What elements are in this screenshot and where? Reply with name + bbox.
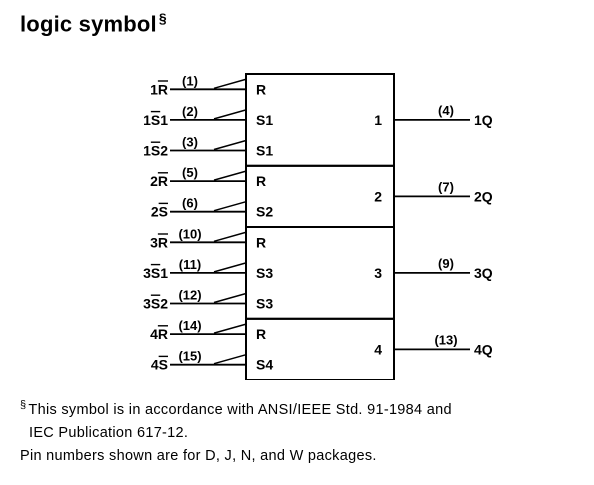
input-2-2-label-name: S bbox=[159, 204, 168, 220]
title-text: logic symbol bbox=[20, 11, 157, 37]
input-2-1-label-prefix: 2 bbox=[150, 173, 158, 189]
input-4-2-label-prefix: 4 bbox=[151, 357, 159, 373]
input-3-2-label: 3S1 bbox=[143, 265, 168, 281]
input-4-1-inner-label: R bbox=[256, 326, 266, 342]
output-2-pin-number: (7) bbox=[438, 179, 454, 194]
input-3-2-pin-number: (11) bbox=[179, 257, 201, 272]
input-2-1-label: 2R bbox=[150, 173, 168, 189]
footnote-line-1: §This symbol is in accordance with ANSI/… bbox=[20, 394, 452, 422]
input-4-1-pin-number: (14) bbox=[178, 318, 201, 333]
input-4-2-negation-indicator bbox=[213, 353, 247, 365]
section-mark: § bbox=[158, 10, 167, 26]
input-1-1-label-name: R bbox=[158, 81, 168, 97]
input-1-2-label-suffix: 1 bbox=[160, 112, 168, 128]
input-1-1-negation-indicator bbox=[213, 78, 247, 90]
input-3-1-pin-number: (10) bbox=[178, 226, 201, 241]
section-3-qualifier: 3 bbox=[374, 265, 382, 281]
input-4-1-label-name: R bbox=[158, 326, 168, 342]
input-3-2-label-suffix: 1 bbox=[160, 265, 168, 281]
input-1-3-label-name: S bbox=[151, 143, 160, 159]
input-3-1-label-name: R bbox=[158, 234, 168, 250]
input-1-1-label-prefix: 1 bbox=[150, 81, 158, 97]
input-2-1-inner-label: R bbox=[256, 173, 266, 189]
footnote-text-1: This symbol is in accordance with ANSI/I… bbox=[28, 401, 452, 418]
input-3-3-pin-number: (12) bbox=[178, 288, 201, 303]
footnote: §This symbol is in accordance with ANSI/… bbox=[20, 394, 452, 468]
input-1-3-label: 1S2 bbox=[143, 143, 168, 159]
input-3-3-negation-indicator bbox=[213, 292, 247, 304]
input-3-2-label-name: S bbox=[151, 265, 160, 281]
input-3-2-negation-indicator bbox=[213, 261, 247, 273]
input-4-1-label: 4R bbox=[150, 326, 168, 342]
section-4-qualifier: 4 bbox=[374, 341, 382, 357]
input-3-3-label-prefix: 3 bbox=[143, 296, 151, 312]
output-2-label: 2Q bbox=[474, 188, 493, 204]
input-2-2-label-prefix: 2 bbox=[151, 204, 159, 220]
input-4-1-label-prefix: 4 bbox=[150, 326, 158, 342]
input-1-1-inner-label: R bbox=[256, 81, 266, 97]
footnote-line-2: IEC Publication 617-12. bbox=[29, 424, 189, 441]
input-1-2-label-name: S bbox=[151, 112, 160, 128]
input-4-1-negation-indicator bbox=[213, 323, 247, 335]
input-4-2-inner-label: S4 bbox=[256, 357, 273, 373]
output-1-pin-number: (4) bbox=[438, 103, 454, 118]
diagram-layer: 1R(1)R1S1(2)S11S2(3)S11(4)1Q2R(5)R2S(6)S… bbox=[143, 73, 493, 380]
input-2-2-pin-number: (6) bbox=[182, 196, 198, 211]
input-1-3-pin-number: (3) bbox=[182, 135, 198, 150]
input-3-2-inner-label: S3 bbox=[256, 265, 273, 281]
input-3-1-label: 3R bbox=[150, 234, 168, 250]
output-3-label: 3Q bbox=[474, 265, 493, 281]
input-1-2-inner-label: S1 bbox=[256, 112, 273, 128]
input-1-3-label-suffix: 2 bbox=[160, 143, 168, 159]
input-2-2-negation-indicator bbox=[213, 200, 247, 212]
output-4-label: 4Q bbox=[474, 341, 493, 357]
input-1-2-pin-number: (2) bbox=[182, 104, 198, 119]
input-3-3-label-suffix: 2 bbox=[160, 296, 168, 312]
input-1-2-label: 1S1 bbox=[143, 112, 168, 128]
input-3-1-inner-label: R bbox=[256, 234, 266, 250]
input-3-1-label-prefix: 3 bbox=[150, 234, 158, 250]
input-3-1-negation-indicator bbox=[213, 231, 247, 243]
input-1-3-negation-indicator bbox=[213, 139, 247, 151]
output-1-label: 1Q bbox=[474, 112, 493, 128]
input-1-2-negation-indicator bbox=[213, 108, 247, 120]
input-4-2-label: 4S bbox=[151, 357, 168, 373]
input-1-3-inner-label: S1 bbox=[256, 143, 273, 159]
input-4-2-pin-number: (15) bbox=[178, 349, 201, 364]
input-1-1-label: 1R bbox=[150, 81, 168, 97]
section-2-qualifier: 2 bbox=[374, 188, 382, 204]
input-1-3-label-prefix: 1 bbox=[143, 143, 151, 159]
input-3-2-label-prefix: 3 bbox=[143, 265, 151, 281]
input-2-2-label: 2S bbox=[151, 204, 168, 220]
input-2-1-negation-indicator bbox=[213, 170, 247, 182]
logic-symbol-diagram: 1R(1)R1S1(2)S11S2(3)S11(4)1Q2R(5)R2S(6)S… bbox=[143, 73, 493, 380]
page-title: logic symbol§ bbox=[20, 10, 167, 37]
input-2-2-inner-label: S2 bbox=[256, 204, 273, 220]
input-2-1-label-name: R bbox=[158, 173, 168, 189]
input-3-3-label: 3S2 bbox=[143, 296, 168, 312]
output-4-pin-number: (13) bbox=[434, 332, 457, 347]
section-1-qualifier: 1 bbox=[374, 112, 382, 128]
input-1-1-pin-number: (1) bbox=[182, 73, 198, 88]
footnote-line-3: Pin numbers shown are for D, J, N, and W… bbox=[20, 447, 377, 464]
input-3-3-label-name: S bbox=[151, 296, 160, 312]
output-3-pin-number: (9) bbox=[438, 256, 454, 271]
footnote-mark: § bbox=[20, 399, 27, 411]
input-1-2-label-prefix: 1 bbox=[143, 112, 151, 128]
input-2-1-pin-number: (5) bbox=[182, 165, 198, 180]
input-4-2-label-name: S bbox=[159, 357, 168, 373]
input-3-3-inner-label: S3 bbox=[256, 296, 273, 312]
